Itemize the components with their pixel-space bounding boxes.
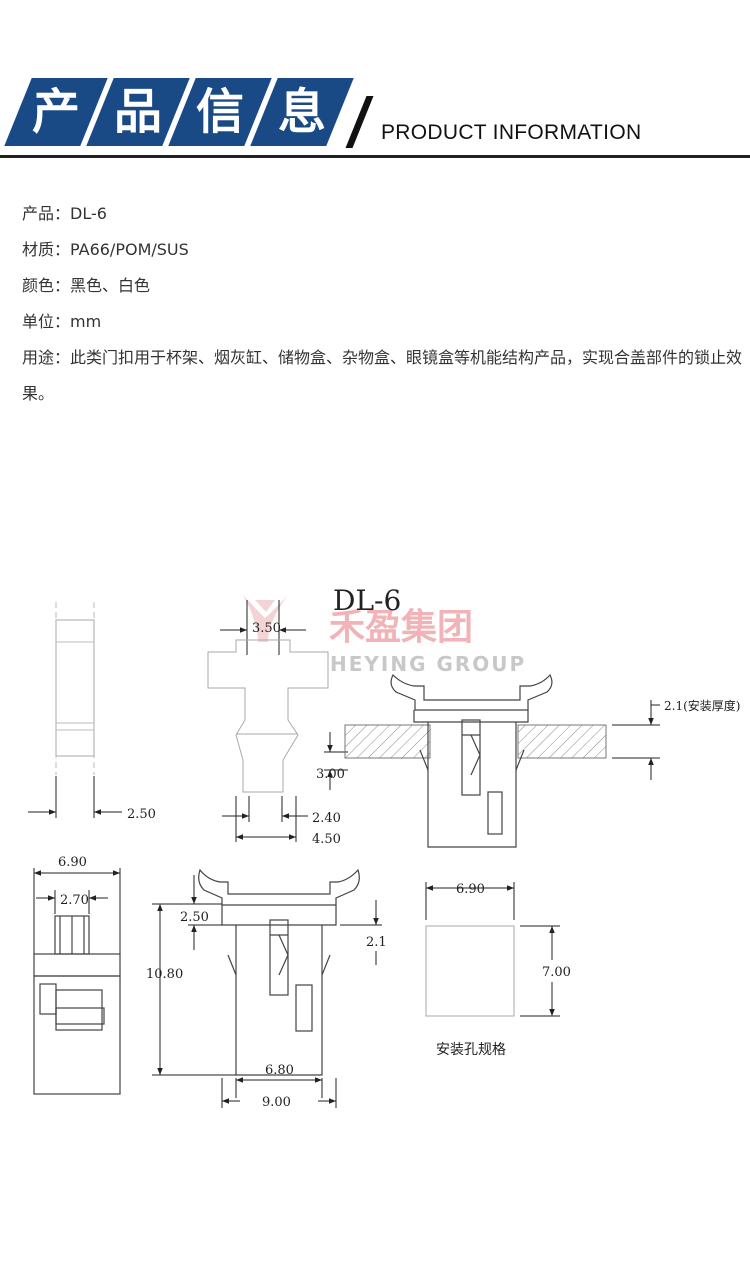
title-char-2: 品 — [113, 84, 162, 140]
dim-690-b: 6.90 — [456, 882, 485, 897]
dim-240: 2.40 — [312, 811, 341, 826]
view-side-body — [33, 915, 121, 1095]
watermark-logo — [243, 595, 288, 642]
info-product: 产品：DL-6 — [22, 204, 107, 223]
info-usage: 用途：此类门扣用于杯架、烟灰缸、储物盒、杂物盒、眼镜盒等机能结构产品，实现合盖部… — [22, 348, 743, 403]
info-unit: 单位：mm — [22, 312, 102, 331]
dim-1080: 10.80 — [146, 967, 183, 982]
view-side-thin — [55, 602, 95, 775]
dim-thickness: 2.1(安装厚度) — [664, 698, 740, 713]
model-title: DL-6 — [333, 584, 401, 617]
dim-250-b: 2.50 — [180, 910, 209, 925]
dim-300: 3.00 — [316, 767, 345, 782]
info-material: 材质：PA66/POM/SUS — [22, 240, 189, 259]
dim-450: 4.50 — [312, 832, 341, 847]
dim-690-a: 6.90 — [58, 855, 87, 870]
dim-700: 7.00 — [542, 965, 571, 980]
product-info: 产品：DL-6 材质：PA66/POM/SUS 颜色：黑色、白色 单位：mm 用… — [22, 196, 744, 412]
watermark-en: HEYING GROUP — [330, 652, 526, 676]
title-char-3: 信 — [195, 84, 244, 140]
dim-350: 3.50 — [252, 621, 281, 636]
info-color: 颜色：黑色、白色 — [22, 276, 151, 295]
view-installed — [344, 673, 607, 848]
drawing-svg: 禾盈集团 HEYING GROUP DL-6 2.50 3.50 — [28, 584, 740, 1110]
view-front-body — [198, 868, 360, 1076]
watermark-cn: 禾盈集团 — [329, 607, 473, 648]
dim-21: 2.1 — [366, 935, 387, 950]
hole-spec-label: 安装孔规格 — [436, 1042, 506, 1058]
technical-drawing: 禾盈集团 HEYING GROUP DL-6 2.50 3.50 — [0, 560, 750, 1120]
header-divider — [0, 155, 750, 158]
title-slash — [345, 96, 374, 148]
dim-250-a: 2.50 — [127, 807, 156, 822]
mounting-hole — [425, 925, 515, 1017]
dim-680: 6.80 — [265, 1063, 294, 1078]
dim-270: 2.70 — [60, 893, 89, 908]
title-char-4: 息 — [277, 84, 326, 140]
title-char-1: 产 — [31, 84, 80, 140]
header-banner: 产 品 信 息 PRODUCT INFORMATION — [0, 0, 750, 170]
dim-900: 9.00 — [262, 1095, 291, 1110]
title-english: PRODUCT INFORMATION — [381, 121, 642, 144]
